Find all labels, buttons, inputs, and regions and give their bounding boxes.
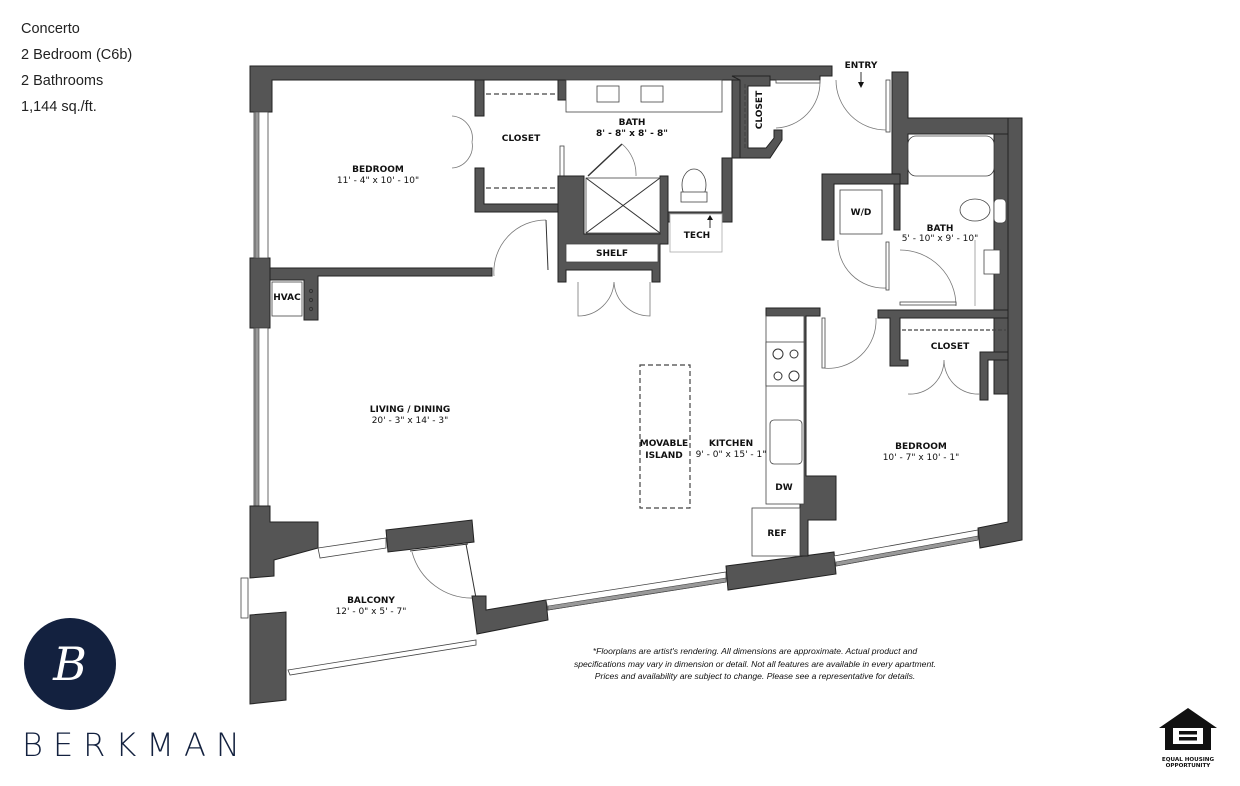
- wd-door-swing: [837, 239, 887, 289]
- entry-closet-door-swing: [775, 81, 821, 129]
- shelf: [565, 243, 659, 263]
- wall-right: [977, 117, 1023, 549]
- bath1-label: BATH: [619, 118, 646, 128]
- ref-label: REF: [767, 529, 786, 539]
- window-glass: [254, 327, 260, 507]
- balcony-label: BALCONY: [347, 596, 395, 606]
- balcony-door-swing: [411, 551, 475, 599]
- window-glass: [547, 577, 727, 611]
- balcony-rail: [240, 577, 249, 619]
- toilet-2: [959, 198, 991, 222]
- wall-bedroom1-bottom: [269, 267, 493, 321]
- bedroom2-door-swing: [821, 317, 877, 369]
- island-label-1: MOVABLE: [640, 439, 688, 449]
- refrigerator: [751, 507, 801, 557]
- bathtub: [907, 135, 995, 177]
- kitchen-sink: [769, 419, 803, 465]
- wall: [557, 79, 567, 101]
- brand-name: BERKMAN: [22, 726, 250, 764]
- wall-left-mid: [249, 257, 271, 329]
- island-label-2: ISLAND: [645, 451, 683, 461]
- living-label: LIVING / DINING: [370, 405, 451, 415]
- balcony-dims: 12' - 0" x 5' - 7": [336, 607, 407, 617]
- bedroom1-dims: 11' - 4" x 10' - 10": [337, 176, 419, 186]
- bath1-dims: 8' - 8" x 8' - 8": [596, 129, 668, 139]
- bedroom2-dims: 10' - 7" x 10' - 1": [883, 453, 960, 463]
- dw-label: DW: [775, 483, 792, 493]
- bath2-label: BATH: [927, 224, 954, 234]
- monogram-letter: B: [53, 637, 87, 691]
- tech-label: TECH: [684, 231, 710, 241]
- toilet-tank: [993, 198, 1007, 224]
- bath2-door: [899, 301, 957, 306]
- window-balcony: [317, 537, 387, 559]
- wall-closet-left: [474, 79, 485, 117]
- arrow-up-icon: [707, 215, 713, 220]
- wall-left-lower: [249, 505, 319, 579]
- wd-label: W/D: [851, 208, 872, 218]
- balcony-bottom-rail: [287, 639, 477, 676]
- wall: [979, 351, 1009, 401]
- balcony-wall: [249, 611, 287, 705]
- kitchen-label: KITCHEN: [709, 439, 753, 449]
- unit-bathrooms: 2 Bathrooms: [21, 73, 104, 89]
- wall-closet-bottom: [474, 167, 559, 213]
- shelf-door-swing: [577, 281, 651, 317]
- entry-door: [885, 79, 891, 133]
- tech-closet: [669, 213, 723, 253]
- bedroom1-door-swing: [493, 219, 547, 277]
- shelf-label: SHELF: [596, 249, 628, 259]
- equal-housing-house-icon: [1159, 708, 1217, 750]
- entry-label: ENTRY: [845, 61, 878, 71]
- unit-type: 2 Bedroom (C6b): [21, 47, 133, 63]
- wall-wd: [821, 173, 901, 241]
- sink-left: [596, 85, 620, 103]
- shower-door-swing: [621, 143, 637, 177]
- wall-closet2: [877, 309, 1009, 367]
- disclaimer-line-1: *Floorplans are artist's rendering. All …: [592, 646, 918, 656]
- arrow-down-icon: [858, 82, 864, 88]
- bedroom2-door: [821, 317, 826, 369]
- wall-balcony-top: [385, 519, 475, 553]
- kitchen-dims: 9' - 0" x 15' - 1": [696, 450, 767, 460]
- wd-door: [885, 241, 890, 291]
- berkman-monogram-icon: B: [24, 618, 116, 710]
- hvac-label: HVAC: [273, 293, 301, 303]
- sink-2: [983, 249, 1001, 275]
- washer-dryer: [839, 189, 883, 235]
- bath2-dims: 5' - 10" x 9' - 10": [902, 234, 979, 244]
- eho-line-2: OPPORTUNITY: [1165, 763, 1211, 770]
- disclaimer: *Floorplans are artist's rendering. All …: [545, 645, 965, 683]
- closet2-door-swing: [907, 359, 981, 395]
- disclaimer-line-3: Prices and availability are subject to c…: [594, 671, 916, 681]
- movable-island: [639, 364, 691, 509]
- toilet-tank: [680, 191, 708, 203]
- window-glass: [254, 111, 260, 259]
- sink-right: [640, 85, 664, 103]
- unit-area: 1,144 sq./ft.: [21, 99, 97, 115]
- disclaimer-line-2: specifications may vary in dimension or …: [573, 658, 937, 669]
- window-glass: [835, 535, 979, 567]
- unit-info: Concerto 2 Bedroom (C6b) 2 Bathrooms 1,1…: [21, 16, 132, 120]
- entry-door-swing: [835, 79, 887, 131]
- wall-balcony-right: [471, 595, 549, 635]
- closet-door-swing: [451, 115, 473, 169]
- unit-name: Concerto: [21, 21, 80, 37]
- living-dims: 20' - 3" x 14' - 3": [372, 416, 449, 426]
- bedroom2-label: BEDROOM: [895, 442, 947, 452]
- wall-kitchen-bottom: [725, 551, 837, 591]
- closet1-label: CLOSET: [502, 134, 541, 144]
- equal-housing-logo: EQUAL HOUSING OPPORTUNITY: [1157, 706, 1219, 770]
- closet2-label: CLOSET: [931, 342, 970, 352]
- entry-closet-label: CLOSET: [755, 90, 765, 129]
- bath2-door-swing: [899, 249, 957, 307]
- eho-line-1: EQUAL HOUSING: [1161, 757, 1215, 763]
- hvac-unit: [271, 281, 303, 317]
- bedroom1-label: BEDROOM: [352, 165, 404, 175]
- closet-door: [775, 79, 821, 84]
